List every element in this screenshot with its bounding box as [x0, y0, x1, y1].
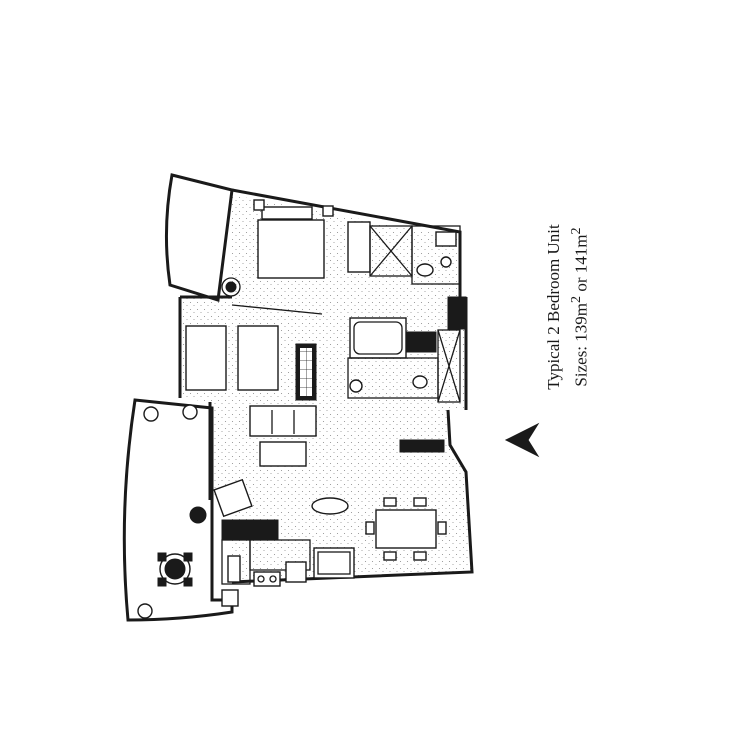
master-bedroom	[253, 199, 334, 279]
sideboard-icon	[399, 439, 445, 453]
main-bathroom	[347, 317, 461, 403]
kitchen	[221, 519, 355, 607]
armchair-icon	[213, 478, 253, 518]
second-bedroom	[185, 325, 317, 401]
balcony-bedroom	[164, 173, 241, 302]
balcony-living	[122, 398, 234, 622]
basin-icon	[440, 256, 452, 268]
side-table-icon	[311, 497, 349, 515]
bathtub-icon	[349, 317, 407, 359]
unit-title: Typical 2 Bedroom Unit	[544, 224, 563, 390]
coffee-table-icon	[259, 441, 307, 467]
toilet-icon	[416, 263, 434, 277]
dining-area	[365, 439, 447, 561]
toilet-icon-2	[412, 375, 428, 389]
north-arrow-icon	[504, 422, 540, 458]
outdoor-table-icon	[157, 552, 193, 587]
fridge-icon	[313, 547, 355, 579]
living-room	[213, 405, 349, 518]
planter-icon	[143, 406, 159, 422]
single-bed-icon	[185, 325, 227, 391]
dining-table-icon	[375, 509, 437, 549]
unit-caption: Typical 2 Bedroom Unit Sizes: 139m2 or 1…	[543, 187, 633, 427]
bed-icon	[257, 219, 325, 279]
bench-icon	[221, 519, 279, 541]
plant-icon	[189, 506, 207, 524]
vanity-icon	[347, 221, 371, 273]
single-bed-icon-2	[237, 325, 279, 391]
sofa-icon	[249, 405, 317, 437]
sink-icon	[285, 561, 307, 583]
ensuite-bathroom	[347, 221, 467, 330]
basin-icon-2	[349, 379, 363, 393]
unit-sizes: Sizes: 139m2 or 141m2	[568, 227, 591, 387]
interior-floor	[180, 195, 472, 582]
